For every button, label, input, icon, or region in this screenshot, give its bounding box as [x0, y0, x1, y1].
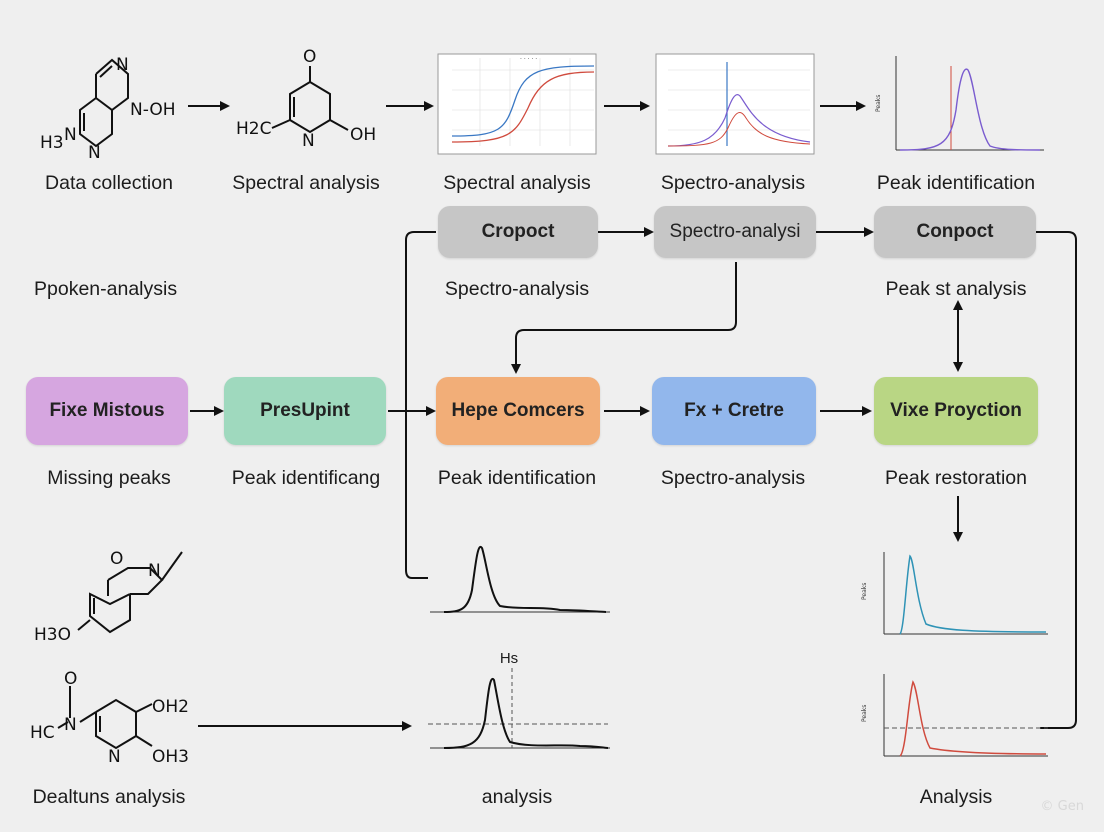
label-peak-identification-2: Peak identification [437, 467, 597, 489]
label-ppoken-analysis: Ppoken-analysis [34, 278, 178, 300]
node-vixe-proyction[interactable]: Vixe Proyction [874, 377, 1038, 445]
node-fixe-mistous[interactable]: Fixe Mistous [26, 377, 188, 445]
label-under-cropoct: Spectro-analysis [444, 278, 590, 300]
label-missing-peaks: Missing peaks [47, 467, 171, 489]
label-spectro-analysis: Spectro-analysis [660, 172, 806, 194]
label-peak-identificang: Peak identificang [231, 467, 381, 489]
node-cropoct[interactable]: Cropoct [438, 206, 598, 258]
label-under-conpoct: Peak st analysis [885, 278, 1027, 300]
label-spectral-analysis-2: Spectral analysis [443, 172, 591, 194]
label-spectral-analysis-1: Spectral analysis [232, 172, 380, 194]
watermark: © Gen [1040, 799, 1084, 814]
label-data-collection: Data collection [45, 172, 173, 194]
arrow-down-spectro [511, 262, 737, 374]
label-dealtuns-analysis: Dealtuns analysis [32, 786, 186, 808]
node-presupint[interactable]: PresUpint [224, 377, 386, 445]
label-analysis-center: analysis [481, 786, 553, 808]
label-spectro-analysis-2: Spectro-analysis [660, 467, 806, 489]
node-hepe-comcers[interactable]: Hepe Comcers [436, 377, 600, 445]
loop-left [405, 231, 436, 579]
loop-right [1036, 231, 1077, 729]
node-spectro-analysi[interactable]: Spectro-analysi [654, 206, 816, 258]
label-peak-restoration: Peak restoration [885, 467, 1027, 489]
node-conpoct[interactable]: Conpoct [874, 206, 1036, 258]
label-hs: Hs [499, 650, 519, 667]
label-peak-identification: Peak identification [876, 172, 1036, 194]
label-analysis-right: Analysis [919, 786, 993, 808]
node-fx-cretre[interactable]: Fx + Cretre [652, 377, 816, 445]
